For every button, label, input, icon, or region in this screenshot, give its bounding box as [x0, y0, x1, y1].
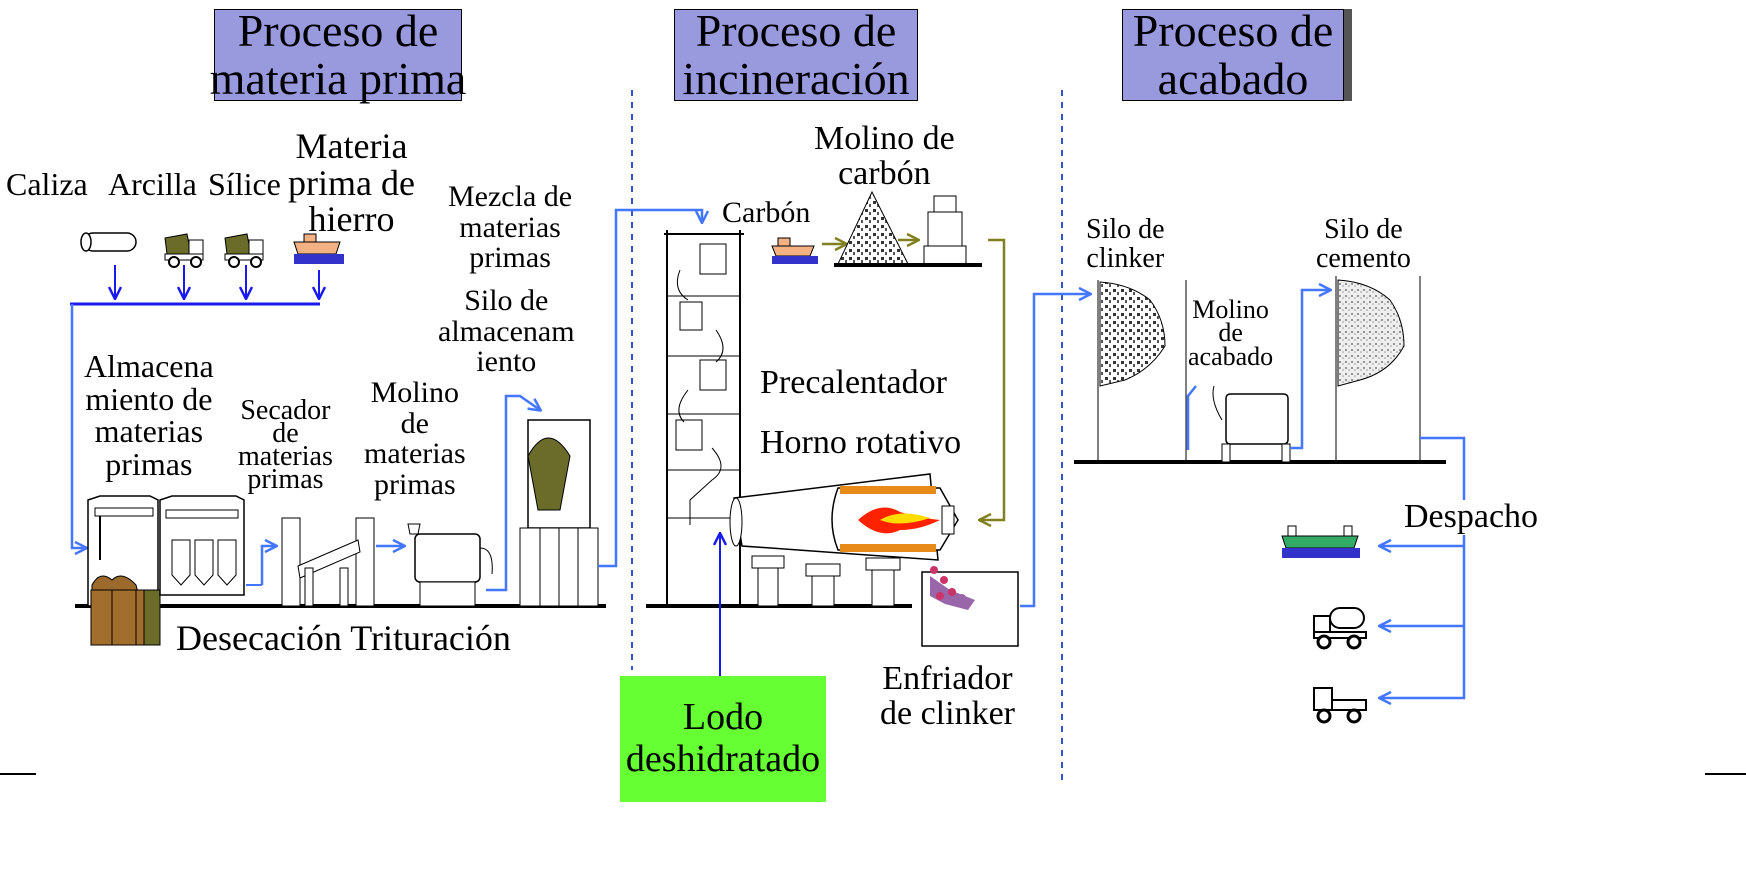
label-almacenamiento-materias-primas: Almacena miento de materias primas: [84, 348, 214, 482]
label-mezcla-materias-primas: Mezcla de materias primas: [448, 180, 573, 275]
raw-storage-building-icon: [87, 495, 161, 646]
clinker-silo-icon: [1097, 280, 1187, 462]
dump-truck-icon: [224, 233, 264, 268]
label-silo-clinker: Silo de clinker: [1086, 214, 1165, 274]
dispatch-ship-icon: [1281, 525, 1360, 558]
dump-truck-icon: [164, 233, 204, 268]
header-finishing-process: Proceso de acabado: [1122, 6, 1344, 103]
header-incineration-process: Proceso de incineración: [674, 6, 918, 103]
label-molino-acabado: Molino de acabado: [1188, 295, 1274, 371]
label-silice: Sílice: [208, 166, 281, 202]
flatbed-truck-icon: [1313, 687, 1367, 724]
label-carbon: Carbón: [722, 196, 811, 229]
label-enfriador-clinker: Enfriador de clinker: [880, 660, 1015, 732]
dryer-hopper-icon: [159, 495, 245, 596]
storage-silo-icon: [519, 419, 599, 607]
lodo-deshidratado-box: Lodo deshidratado: [620, 676, 826, 802]
label-materia-prima-hierro: Materia prima de hierro: [288, 126, 415, 240]
label-horno-rotativo: Horno rotativo: [760, 424, 962, 461]
kiln-flame-icon: [831, 486, 959, 552]
label-precalentador: Precalentador: [760, 364, 947, 401]
cement-silo-icon: [1335, 276, 1421, 462]
tanker-truck-icon: [1313, 607, 1367, 650]
label-molino-materias-primas: Molino de materias primas: [364, 376, 466, 501]
header-raw-material-process: Proceso de materia prima: [209, 4, 467, 104]
coal-ship-icon: [771, 237, 818, 264]
clinker-cooler-icon: [921, 566, 1019, 647]
label-caliza: Caliza: [6, 166, 88, 202]
label-despacho: Despacho: [1404, 498, 1539, 535]
ship-icon: [293, 233, 344, 264]
label-molino-carbon: Molino de carbón: [814, 120, 955, 192]
pipe-icon: [80, 232, 137, 252]
label-arcilla: Arcilla: [108, 166, 197, 202]
label-secador-materias-primas: Secador de materias primas: [238, 395, 333, 495]
raw-mill-icon: [407, 523, 493, 607]
label-silo-cemento: Silo de cemento: [1316, 214, 1411, 274]
preheater-tower-icon: [664, 230, 744, 606]
coal-pile-icon: [837, 190, 909, 265]
label-silo-almacenamiento: Silo de almacenam iento: [438, 284, 575, 379]
label-desecacion-trituracion: Desecación Trituración: [176, 618, 511, 658]
finish-mill-icon: [1212, 385, 1291, 463]
dryer-drum-icon: [281, 517, 375, 607]
coal-mill-icon: [923, 195, 967, 265]
